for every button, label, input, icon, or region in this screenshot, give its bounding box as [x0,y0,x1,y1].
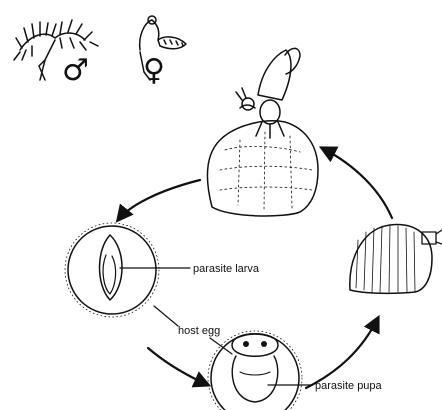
parasite-larva-label: parasite larva [193,263,260,275]
host-egg-with-adult-wasp [207,48,318,216]
host-egg-with-pupa [208,331,312,410]
host-egg-pointer-line-1 [154,306,178,326]
arrow-bottom-to-right [306,318,378,388]
parasite-pupa-label: parasite pupa [315,380,383,392]
arrow-left-to-bottom [148,348,208,385]
female-symbol: ♀ [143,53,165,88]
host-egg-pointer-line-2 [210,338,232,354]
host-egg-with-larva [65,223,190,317]
host-egg-right [350,225,442,294]
arrow-right-to-top [322,148,392,218]
arrow-top-to-left [118,180,200,220]
male-symbol: ♂ [62,53,89,88]
host-egg-label: host egg [178,325,220,337]
